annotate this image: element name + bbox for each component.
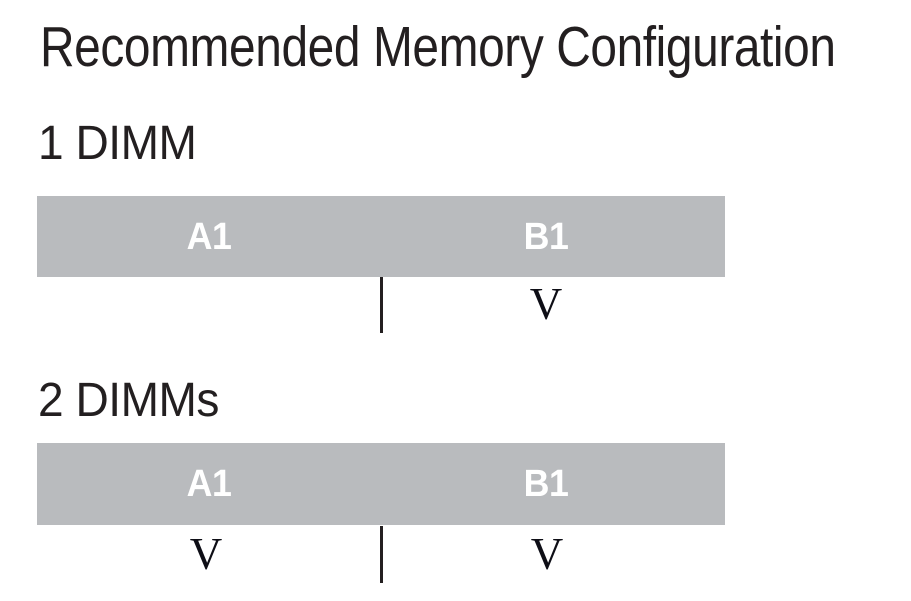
dimm-slot-bar-2: A1 B1 bbox=[37, 443, 725, 525]
populated-mark-section2-b1: V bbox=[530, 529, 564, 579]
section-heading-1-dimm: 1 DIMM bbox=[38, 117, 197, 170]
slot-label-b1: B1 bbox=[523, 215, 569, 258]
page-title: Recommended Memory Configuration bbox=[40, 15, 836, 79]
slot-label-a1: A1 bbox=[186, 215, 232, 258]
slot-divider-line-1 bbox=[380, 277, 383, 333]
slot-label-a1: A1 bbox=[186, 463, 232, 505]
slot-label-b1: B1 bbox=[523, 463, 569, 505]
dimm-slot-bar-1: A1 B1 bbox=[37, 196, 725, 277]
slot-divider-line-2 bbox=[380, 526, 383, 583]
populated-mark-section2-a1: V bbox=[189, 529, 223, 579]
section-heading-2-dimms: 2 DIMMs bbox=[38, 374, 219, 427]
populated-mark-section1-b1: V bbox=[529, 279, 563, 329]
